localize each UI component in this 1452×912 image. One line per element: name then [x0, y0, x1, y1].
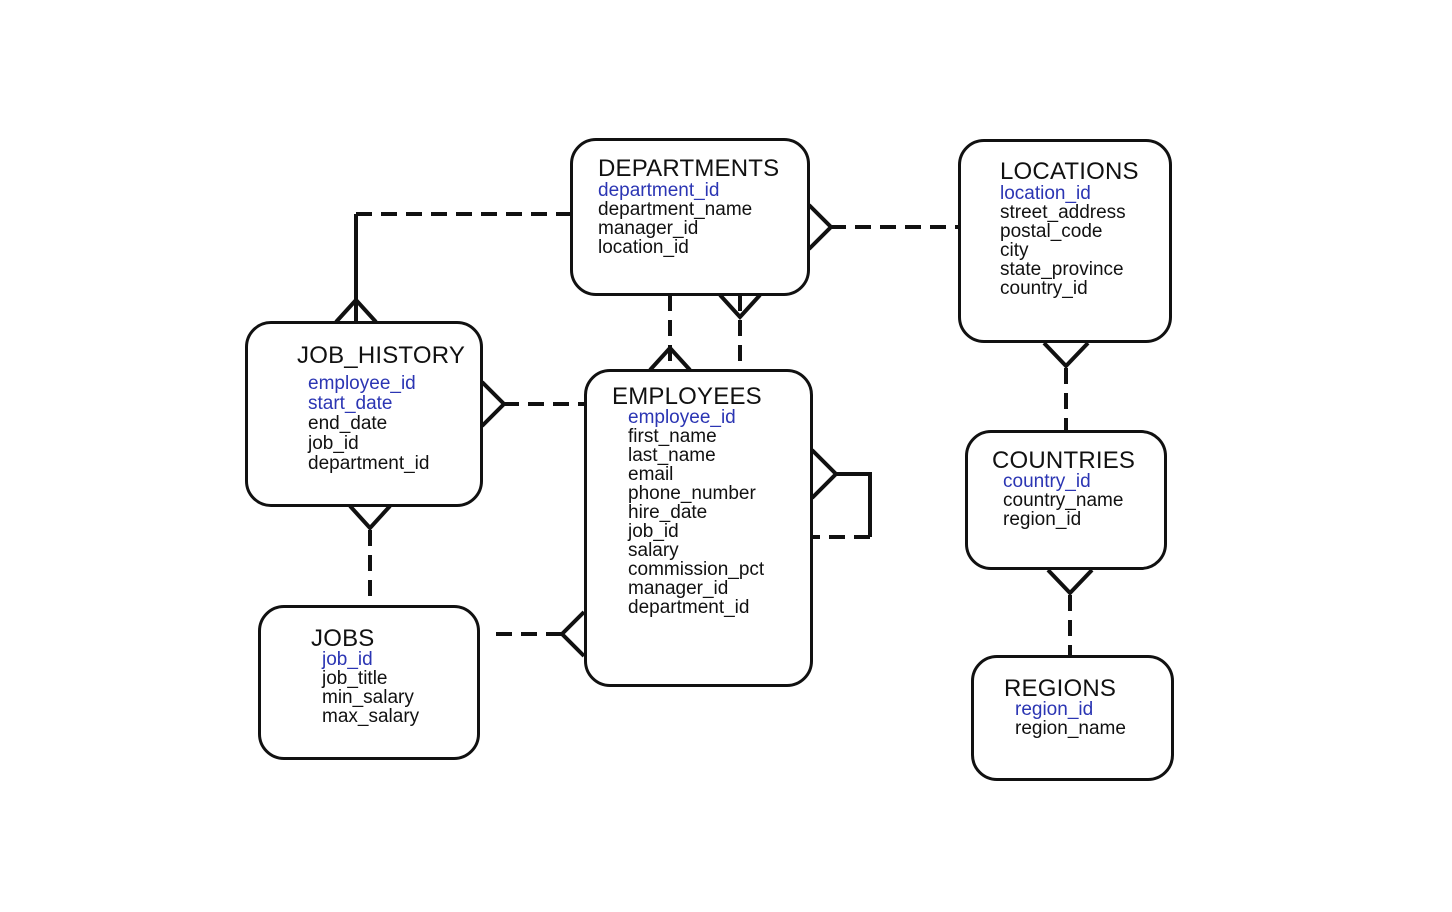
attribute: salary: [628, 540, 679, 561]
entity-title: LOCATIONS: [1000, 158, 1139, 185]
entity-jobs[interactable]: [258, 605, 480, 760]
entity-job-history[interactable]: [245, 321, 483, 507]
attribute: department_id: [308, 453, 430, 474]
attribute: first_name: [628, 426, 717, 447]
attribute: location_id: [598, 237, 689, 258]
attribute-list: job_id job_title min_salary max_salary: [322, 650, 419, 726]
crowfoot-employees-top: [648, 345, 692, 372]
primary-key: country_id: [1003, 471, 1091, 492]
entity-regions[interactable]: [971, 655, 1174, 781]
entity-title: JOBS: [311, 625, 375, 652]
attribute-list: employee_id start_date end_date job_id d…: [308, 374, 429, 474]
attribute-list: country_id country_name region_id: [1003, 472, 1123, 529]
crowfoot-departments-bottom: [718, 293, 762, 320]
entity-title: JOB_HISTORY: [297, 342, 466, 369]
entity-employees[interactable]: [584, 369, 813, 687]
crowfoot-departments-right: [807, 203, 834, 251]
primary-key: location_id: [1000, 183, 1091, 204]
attribute: last_name: [628, 445, 716, 466]
crowfoot-job-history-top: [334, 297, 378, 324]
entity-title: EMPLOYEES: [612, 383, 762, 410]
attribute: max_salary: [322, 706, 420, 727]
primary-key: start_date: [308, 393, 393, 414]
attribute: postal_code: [1000, 221, 1103, 242]
primary-key: region_id: [1015, 699, 1094, 720]
attribute: email: [628, 464, 674, 485]
attribute: phone_number: [628, 483, 756, 504]
crowfoot-employees-left: [559, 610, 586, 658]
attribute: job_id: [308, 433, 359, 454]
primary-key: job_id: [322, 649, 373, 670]
attribute: hire_date: [628, 502, 708, 523]
attribute: country_name: [1003, 490, 1124, 511]
crowfoot-employees-self: [810, 448, 839, 500]
entity-title: DEPARTMENTS: [598, 155, 780, 182]
attribute: job_id: [628, 521, 679, 542]
attribute-list: department_id department_name manager_id…: [598, 181, 752, 257]
attribute: city: [1000, 240, 1029, 261]
attribute: manager_id: [598, 218, 699, 239]
entity-title: COUNTRIES: [992, 447, 1136, 474]
attribute: region_id: [1003, 509, 1082, 530]
crowfoot-countries-bottom: [1046, 568, 1094, 596]
attribute: manager_id: [628, 578, 729, 599]
crowfoot-job-history-bottom: [348, 504, 392, 531]
attribute: department_id: [628, 597, 750, 618]
attribute: job_title: [322, 668, 388, 689]
entity-locations[interactable]: [958, 139, 1172, 343]
entity-countries[interactable]: [965, 430, 1167, 570]
attribute: street_address: [1000, 202, 1126, 223]
entity-departments[interactable]: [570, 138, 810, 296]
attribute: state_province: [1000, 259, 1124, 280]
attribute-list: location_id street_address postal_code c…: [1000, 184, 1126, 298]
attribute: department_name: [598, 199, 753, 220]
attribute: country_id: [1000, 278, 1088, 299]
attribute-list: employee_id first_name last_name email p…: [628, 408, 764, 617]
crowfoot-job-history-right: [480, 380, 507, 428]
rel-employees-self-top: [836, 472, 872, 537]
attribute: commission_pct: [628, 559, 765, 580]
primary-key: department_id: [598, 180, 720, 201]
attribute: min_salary: [322, 687, 414, 708]
entity-title: REGIONS: [1004, 675, 1117, 702]
primary-key: employee_id: [308, 373, 416, 394]
primary-key: employee_id: [628, 407, 736, 428]
attribute-list: region_id region_name: [1015, 700, 1126, 738]
attribute: region_name: [1015, 718, 1126, 739]
crowfoot-locations-bottom: [1042, 341, 1090, 369]
attribute: end_date: [308, 413, 388, 434]
